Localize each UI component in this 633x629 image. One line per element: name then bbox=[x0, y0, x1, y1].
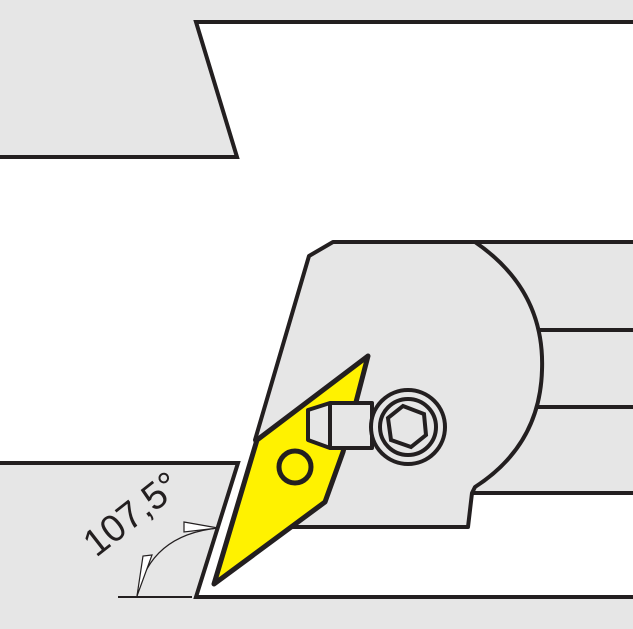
hex-socket-icon bbox=[385, 403, 429, 450]
clamp bbox=[306, 401, 374, 450]
arrow-head-icon bbox=[183, 521, 219, 533]
lower-workpiece-outline bbox=[0, 461, 633, 599]
arrow-head-icon bbox=[136, 554, 153, 597]
insert-hole bbox=[276, 448, 314, 486]
upper-workpiece-outline bbox=[0, 20, 633, 159]
